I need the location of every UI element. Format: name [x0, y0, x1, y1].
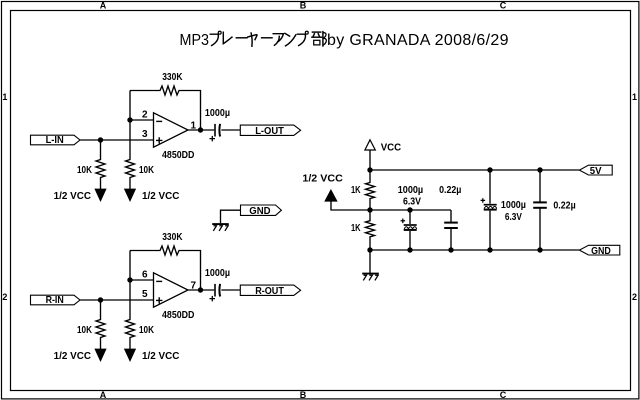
- svg-text:1/2 VCC: 1/2 VCC: [302, 173, 342, 184]
- svg-text:6.3V: 6.3V: [505, 212, 522, 223]
- svg-text:10K: 10K: [139, 165, 155, 176]
- svg-text:VCC: VCC: [381, 142, 402, 153]
- svg-text:3: 3: [142, 129, 148, 140]
- svg-text:GND: GND: [591, 246, 611, 257]
- svg-text:1000µ: 1000µ: [501, 200, 526, 211]
- svg-text:10K: 10K: [77, 325, 93, 336]
- svg-text:by GRANADA 2008/6/29: by GRANADA 2008/6/29: [327, 32, 509, 49]
- svg-text:4850DD: 4850DD: [162, 150, 194, 161]
- svg-text:B: B: [300, 0, 307, 10]
- svg-text:B: B: [300, 390, 307, 400]
- svg-text:L-IN: L-IN: [46, 135, 64, 146]
- svg-text:C: C: [500, 390, 507, 400]
- svg-text:0.22µ: 0.22µ: [439, 185, 462, 196]
- svg-text:1/2 VCC: 1/2 VCC: [54, 351, 91, 362]
- svg-text:1/2 VCC: 1/2 VCC: [142, 351, 179, 362]
- svg-text:1: 1: [632, 92, 637, 102]
- svg-text:1K: 1K: [351, 185, 361, 196]
- svg-text:A: A: [100, 0, 107, 10]
- svg-text:5V: 5V: [590, 166, 602, 177]
- svg-text:7: 7: [190, 281, 196, 292]
- svg-text:330K: 330K: [162, 72, 183, 83]
- svg-text:6: 6: [142, 270, 148, 281]
- svg-text:2: 2: [142, 110, 148, 121]
- svg-text:4850DD: 4850DD: [162, 310, 194, 321]
- svg-text:0.22µ: 0.22µ: [553, 201, 576, 212]
- svg-text:1000µ: 1000µ: [205, 108, 230, 119]
- svg-text:2: 2: [632, 292, 637, 302]
- svg-text:6.3V: 6.3V: [403, 196, 421, 207]
- svg-text:C: C: [500, 0, 507, 10]
- svg-text:10K: 10K: [77, 165, 93, 176]
- svg-text:R-OUT: R-OUT: [255, 286, 284, 297]
- svg-text:R-IN: R-IN: [46, 295, 64, 306]
- svg-text:MP3: MP3: [180, 32, 210, 49]
- svg-text:1K: 1K: [351, 223, 361, 234]
- svg-text:1: 1: [190, 121, 196, 132]
- svg-text:L-OUT: L-OUT: [255, 126, 284, 137]
- svg-text:2: 2: [2, 292, 7, 302]
- svg-text:5: 5: [142, 289, 148, 300]
- svg-text:1000µ: 1000µ: [205, 268, 230, 279]
- svg-text:A: A: [100, 390, 107, 400]
- svg-text:330K: 330K: [162, 232, 183, 243]
- svg-text:1/2 VCC: 1/2 VCC: [142, 191, 179, 202]
- svg-text:1: 1: [2, 92, 7, 102]
- svg-text:GND: GND: [249, 206, 270, 217]
- svg-text:1000µ: 1000µ: [398, 185, 424, 196]
- svg-text:10K: 10K: [139, 325, 155, 336]
- svg-text:1/2 VCC: 1/2 VCC: [54, 191, 91, 202]
